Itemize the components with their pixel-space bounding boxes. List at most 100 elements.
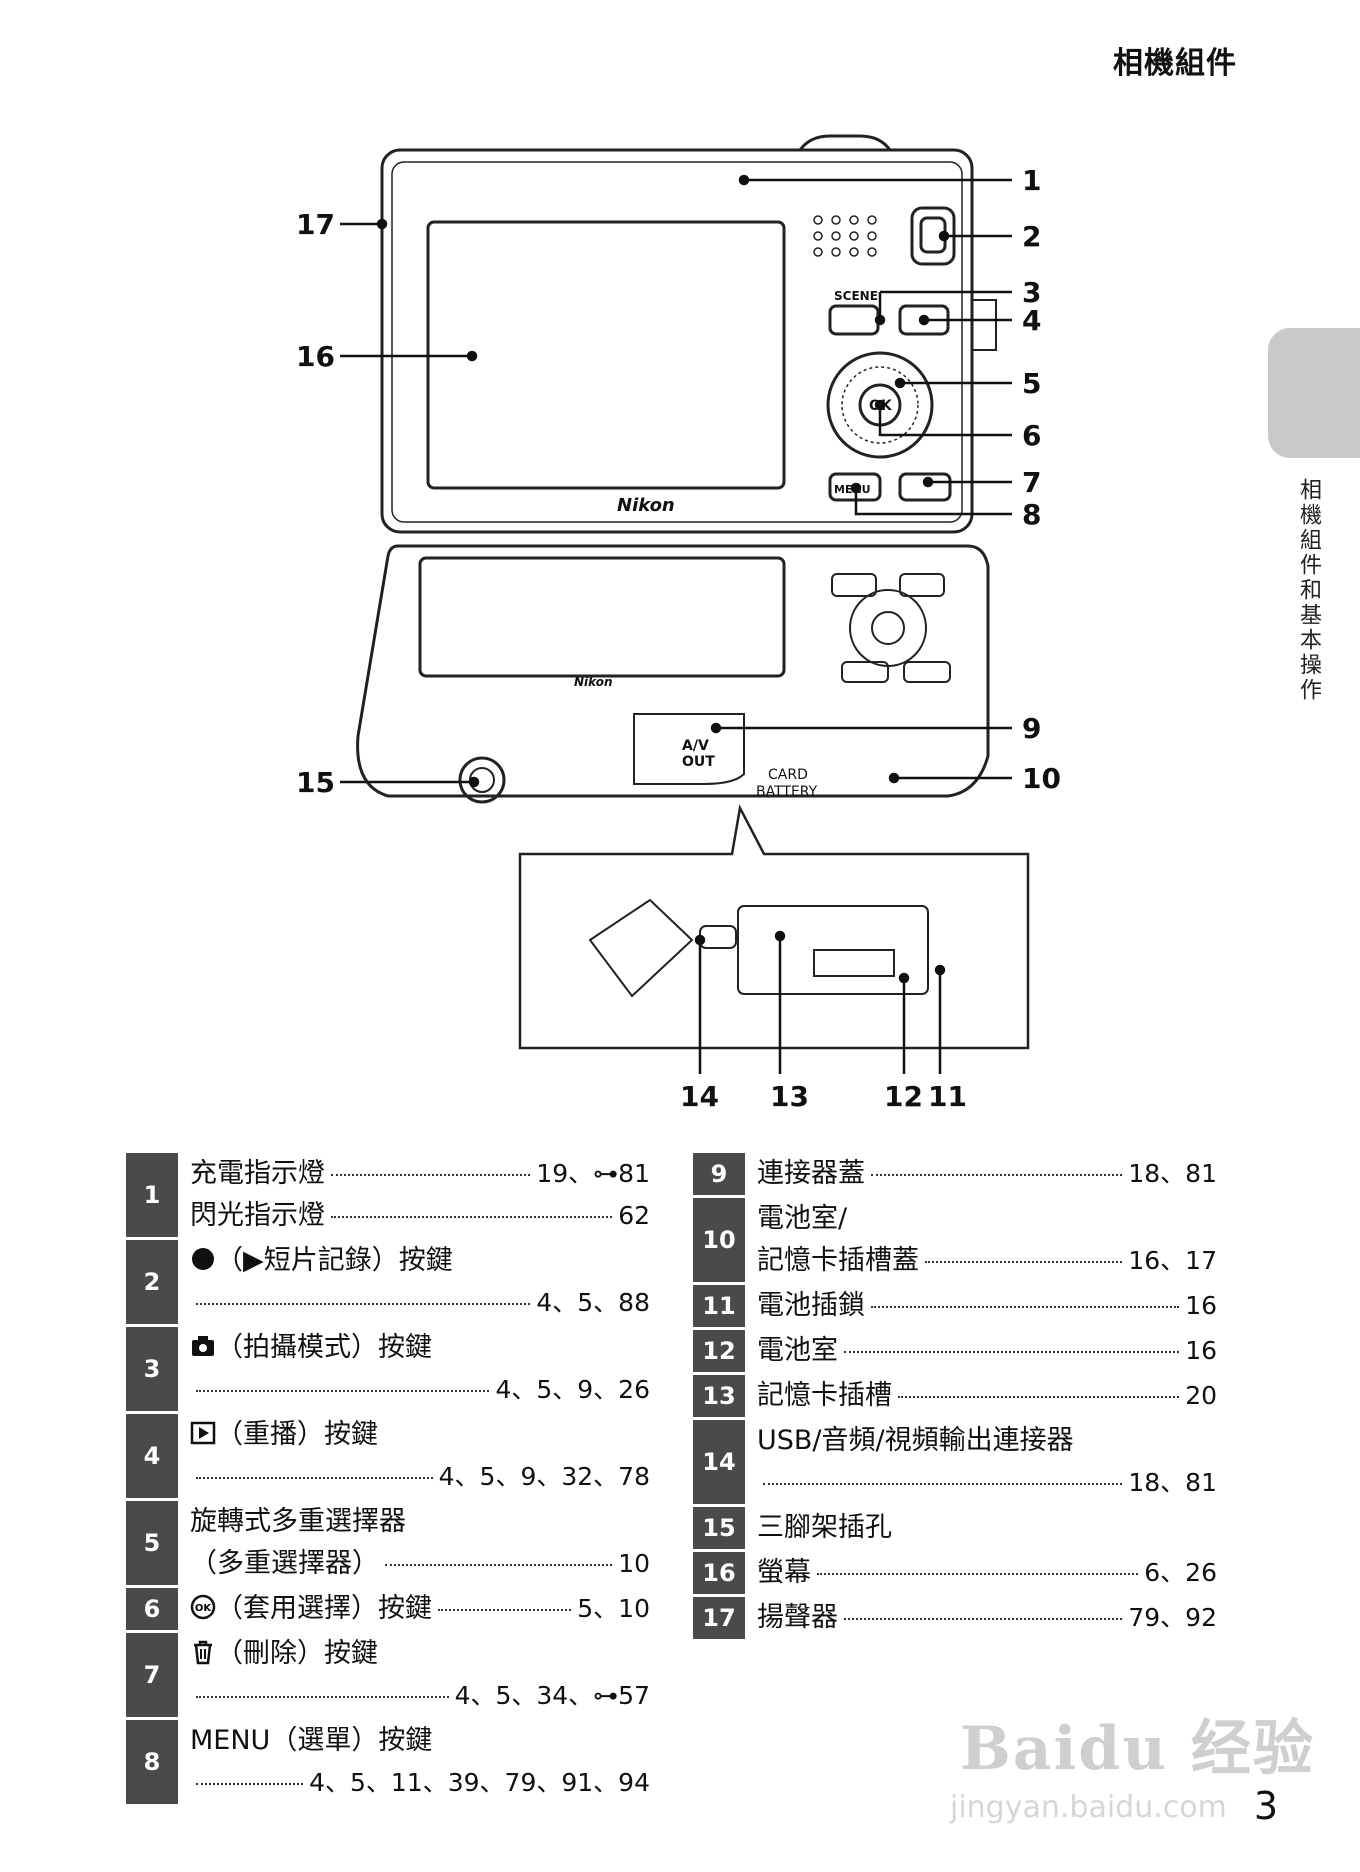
item-description: 旋轉式多重選擇器 （多重選擇器）10 [178, 1500, 650, 1587]
item-label: 旋轉式多重選擇器 [190, 1506, 406, 1537]
item-label: （多重選擇器） [190, 1548, 379, 1579]
leader-dots [196, 1303, 531, 1305]
leader-dots [196, 1696, 449, 1698]
page-reference: 5、10 [577, 1594, 650, 1623]
callout-6: 6 [1022, 419, 1041, 452]
callout-10: 10 [1022, 762, 1061, 795]
leader-dots [196, 1477, 433, 1479]
page-reference: 6、26 [1144, 1558, 1217, 1587]
item-number: 1 [126, 1153, 178, 1239]
item-number: 3 [126, 1325, 178, 1413]
tripod-socket [458, 756, 506, 804]
usb-av-connector [699, 925, 737, 949]
item-label: （重播）按鍵 [216, 1419, 378, 1450]
item-label: 記憶卡插槽 [757, 1380, 892, 1411]
description-line: （重播）按鍵 [190, 1414, 650, 1456]
page-reference: 4、5、88 [536, 1288, 650, 1317]
page-reference: 18、81 [1128, 1468, 1217, 1497]
item-label: MENU（選單）按鍵 [190, 1725, 433, 1756]
svg-text:A/V: A/V [682, 738, 709, 754]
leader-dots [331, 1174, 531, 1176]
monitor [426, 220, 786, 490]
leader-dots [871, 1174, 1123, 1176]
item-label: 揚聲器 [757, 1602, 838, 1633]
item-description: （重播）按鍵 4、5、9、32、78 [178, 1413, 650, 1500]
leader-dots [763, 1483, 1123, 1485]
description-line: 4、5、88 [190, 1282, 650, 1324]
description-line: 4、5、34、⊶57 [190, 1675, 650, 1717]
callout-17: 17 [296, 208, 335, 241]
leader-dots [817, 1573, 1139, 1575]
leader-dots [844, 1351, 1180, 1353]
battery-chamber [737, 905, 929, 995]
callout-2: 2 [1022, 220, 1041, 253]
callout-4: 4 [1022, 304, 1041, 337]
page-reference: 79、92 [1128, 1603, 1217, 1632]
section-tab [1268, 328, 1360, 458]
ok-icon: OK [190, 1588, 216, 1630]
table-row: 8 MENU（選單）按鍵 4、5、11、39、79、91、94 [126, 1718, 650, 1806]
playback-icon [190, 1414, 216, 1456]
item-number: 16 [693, 1550, 745, 1596]
description-line: 記憶卡插槽 20 [757, 1375, 1217, 1417]
description-line: USB/音頻/視頻輸出連接器 [757, 1420, 1217, 1462]
page-reference: 4、5、34、⊶57 [454, 1681, 650, 1710]
callout-5: 5 [1022, 367, 1041, 400]
item-number: 17 [693, 1595, 745, 1641]
item-label: 記憶卡插槽蓋 [757, 1245, 919, 1276]
camera-bottom-body [356, 544, 990, 798]
page-reference: 16 [1185, 1336, 1217, 1365]
description-line: （多重選擇器）10 [190, 1543, 650, 1585]
callout-15: 15 [296, 766, 335, 799]
camera-icon [190, 1327, 216, 1369]
leader-dots [925, 1261, 1123, 1263]
page-reference: 20 [1185, 1381, 1217, 1410]
callout-16: 16 [296, 340, 335, 373]
item-label: （刪除）按鍵 [216, 1638, 378, 1669]
open-connector-cover [588, 898, 694, 998]
page-reference: 62 [618, 1201, 650, 1230]
item-number: 11 [693, 1283, 745, 1329]
description-line: （拍攝模式）按鍵 [190, 1327, 650, 1369]
watermark-logo: Baidu 经验 [960, 1714, 1315, 1784]
record-icon [190, 1240, 216, 1282]
item-label: 充電指示燈 [190, 1158, 325, 1189]
item-number: 6 [126, 1586, 178, 1632]
detail-inset [518, 804, 1030, 1050]
item-label: （▶短片記錄）按鍵 [216, 1245, 453, 1276]
monitor-perspective [418, 556, 786, 678]
leader-dots [844, 1618, 1123, 1620]
item-number: 8 [126, 1718, 178, 1806]
camera-back-body [380, 148, 974, 534]
item-number: 15 [693, 1505, 745, 1551]
description-line: 4、5、9、32、78 [190, 1456, 650, 1498]
page-reference: 4、5、11、39、79、91、94 [309, 1768, 650, 1797]
description-line: 4、5、11、39、79、91、94 [190, 1762, 650, 1804]
item-number: 10 [693, 1196, 745, 1284]
item-number: 9 [693, 1153, 745, 1197]
svg-text:SCENE: SCENE [834, 289, 878, 303]
page-reference: 16 [1185, 1291, 1217, 1320]
item-description: USB/音頻/視頻輸出連接器 18、81 [745, 1419, 1217, 1506]
